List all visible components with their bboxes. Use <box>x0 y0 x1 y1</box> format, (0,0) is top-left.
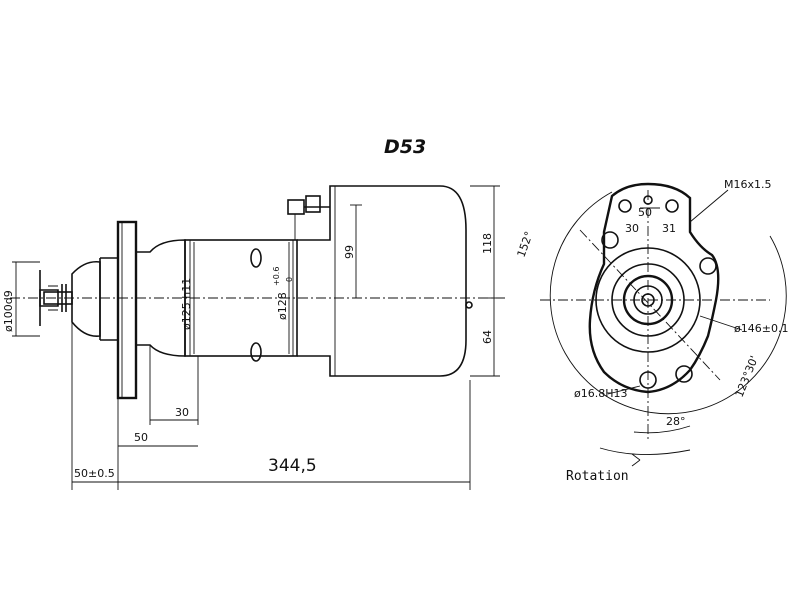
dim-d128-tol: +0.6 <box>272 267 281 286</box>
label-hole: ø16.8H13 <box>574 387 628 400</box>
dim-50: 50 <box>134 431 148 444</box>
nose-housing <box>71 260 101 338</box>
terminal-nut-2 <box>305 195 321 213</box>
end-housing <box>588 182 720 394</box>
mount-hole-1 <box>601 231 619 249</box>
terminal-50-boss <box>643 195 653 205</box>
end-centerline-diag <box>579 229 721 381</box>
rotation-arrow-icon <box>631 453 641 467</box>
inner-ring-4 <box>633 285 663 315</box>
label-term-30: 30 <box>625 222 639 235</box>
terminal-30-boss <box>618 199 632 213</box>
side-view: 99 118 64 ø100d9 ø125 h11 ø128 +0.6 0 30… <box>2 185 505 490</box>
dim-d128-tol2: 0 <box>285 277 294 282</box>
leader-hole <box>607 385 641 395</box>
inner-ring-2 <box>611 263 685 337</box>
arc-28 <box>633 425 691 434</box>
dim-64: 64 <box>481 330 494 344</box>
solenoid-plug <box>465 301 473 309</box>
solenoid-housing <box>297 185 467 377</box>
drawing-title: D53 <box>384 136 426 158</box>
label-term-50: 50 <box>638 206 652 219</box>
mount-hole-3 <box>639 371 657 389</box>
outer-arc <box>549 191 787 415</box>
dim-50tol: 50±0.5 <box>74 467 115 480</box>
dim-30: 30 <box>175 406 189 419</box>
leader-thread <box>689 189 729 223</box>
inner-ring-1 <box>595 247 701 353</box>
label-thread: M16x1.5 <box>724 178 772 191</box>
label-angle-152: 152° <box>515 230 536 259</box>
dim-118: 118 <box>481 233 494 254</box>
dim-length: 344,5 <box>268 456 317 476</box>
mount-hole-2 <box>699 257 717 275</box>
dim-99: 99 <box>343 245 356 259</box>
label-angle-123: 123°30' <box>733 354 761 399</box>
label-d146: ø146±0.1 <box>734 322 788 335</box>
label-rotation: Rotation <box>566 469 629 484</box>
dim-d128: ø128 <box>276 292 289 320</box>
inner-ring-3 <box>622 274 674 326</box>
terminal-nut-1 <box>287 199 305 215</box>
rotation-arc <box>599 447 691 455</box>
pinion-shaft <box>61 284 67 312</box>
pinion-center <box>641 293 655 307</box>
leader-d146 <box>699 315 743 331</box>
label-angle-28: 28° <box>666 415 686 428</box>
dim-d125: ø125 h11 <box>180 278 193 330</box>
terminal-31-boss <box>665 199 679 213</box>
mount-hole-4 <box>675 365 693 383</box>
label-term-31: 31 <box>662 222 676 235</box>
pinion-teeth <box>48 285 58 311</box>
bolt-head-top <box>250 248 262 268</box>
end-view: M16x1.5 50 30 31 152° ø146±0.1 ø16.8H13 … <box>515 178 789 484</box>
mounting-flange <box>116 220 138 400</box>
bolt-head-bottom <box>250 342 262 362</box>
motor-body <box>184 239 298 357</box>
dim-d100: ø100d9 <box>2 290 15 332</box>
